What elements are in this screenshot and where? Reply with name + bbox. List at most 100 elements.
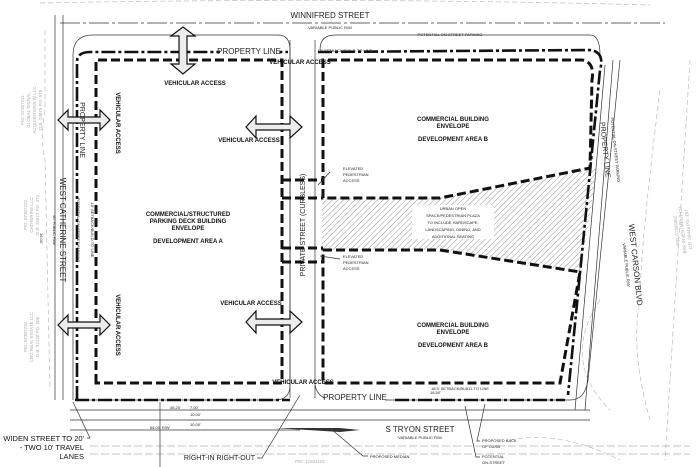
svg-text:45.20': 45.20' xyxy=(170,405,181,410)
double-arrow-icon xyxy=(57,313,111,337)
envelope-area-b-north xyxy=(321,58,594,200)
elevated-ped-access-south: ELEVATED PEDESTRIAN ACCESS xyxy=(319,254,369,271)
svg-text:D.B. 32120 PG. 206: D.B. 32120 PG. 206 xyxy=(35,316,40,357)
vehicular-access-label: VEHICULAR ACCESS xyxy=(114,294,120,355)
svg-text:10.00': 10.00' xyxy=(190,422,201,427)
setback-label: 18.5' SETBACK/BUILD-TO LINE xyxy=(431,386,489,391)
svg-text:COMMERCIAL BUILDING: COMMERCIAL BUILDING xyxy=(417,323,489,329)
property-line-north xyxy=(317,48,603,396)
vehicular-access-label: VEHICULAR ACCESS xyxy=(164,81,225,87)
svg-text:URBAN OPEN: URBAN OPEN xyxy=(440,206,467,211)
plaza-label: URBAN OPEN SPACE/PEDESTRIAN PLAZA TO INC… xyxy=(412,205,494,239)
svg-text:PID: 07307210: PID: 07307210 xyxy=(23,321,28,352)
svg-text:COMMERCIAL BUILDING: COMMERCIAL BUILDING xyxy=(417,117,489,123)
svg-text:PARKING DECK BUILDING: PARKING DECK BUILDING xyxy=(150,219,227,225)
tryon-street-label: S TRYON STREET xyxy=(385,425,454,434)
setback-label: 16' SETBACK/BUILD-TO LINE xyxy=(318,48,373,53)
svg-text:PID: 07306302: PID: 07306302 xyxy=(672,215,680,246)
vehicular-access-label: VEHICULAR ACCESS xyxy=(220,301,281,307)
envelope-area-a xyxy=(94,58,284,385)
svg-text:D.B. 29974 PG. 472: D.B. 29974 PG. 472 xyxy=(35,194,40,235)
widen-street-line-3: LANES xyxy=(59,452,84,461)
svg-text:ADDITIONAL SEATING: ADDITIONAL SEATING xyxy=(432,234,474,239)
svg-text:16.00': 16.00' xyxy=(39,233,44,244)
vehicular-access-label: VEHICULAR ACCESS xyxy=(272,380,333,386)
street-linework xyxy=(54,15,690,467)
svg-text:CBG REAL ESTATE LLC: CBG REAL ESTATE LLC xyxy=(29,311,34,362)
property-line-label: PROPERTY LINE xyxy=(323,393,387,402)
svg-text:ACCESS: ACCESS xyxy=(343,266,360,271)
area-b-north-label: COMMERCIAL BUILDING ENVELOPE DEVELOPMENT… xyxy=(417,117,489,143)
surrounding-linework xyxy=(39,0,691,461)
svg-text:GLOBAL SIGNAL: GLOBAL SIGNAL xyxy=(26,92,31,128)
access-arrows xyxy=(57,26,303,337)
area-a-label: COMMERCIAL/STRUCTURED PARKING DECK BUILD… xyxy=(146,212,231,245)
double-arrow-icon xyxy=(169,26,197,75)
widen-street-line-2: - TWO 10' TRAVEL xyxy=(20,443,84,452)
svg-text:LANDSCAPING, DINING, AND: LANDSCAPING, DINING, AND xyxy=(425,227,480,232)
parcel-label: PID: 07307211 GLOBAL SIGNAL ACQUISITIONS… xyxy=(20,86,43,134)
svg-text:D.B. 09448 PG. 157: D.B. 09448 PG. 157 xyxy=(684,209,693,250)
svg-text:PROPOSED MEDIAN: PROPOSED MEDIAN xyxy=(370,454,409,459)
widen-street-line-1: WIDEN STREET TO 20' xyxy=(3,434,84,443)
svg-text:COMMERCIAL/STRUCTURED: COMMERCIAL/STRUCTURED xyxy=(146,212,231,218)
svg-text:ENVELOPE: ENVELOPE xyxy=(437,124,470,130)
setback-label: 16' SETBACK/BUILD-TO LINE xyxy=(90,203,95,258)
svg-text:7.00': 7.00' xyxy=(190,405,199,410)
svg-text:ELEVATED: ELEVATED xyxy=(343,166,363,171)
svg-text:DEVELOPMENT AREA B: DEVELOPMENT AREA B xyxy=(418,343,489,349)
svg-text:D.B. 23879 PG. 978: D.B. 23879 PG. 978 xyxy=(38,89,43,130)
catherine-street-label: WEST CATHERINE STREET xyxy=(58,178,67,283)
svg-text:PID: 07307211: PID: 07307211 xyxy=(20,95,25,125)
property-line-label: PROPERTY LINE xyxy=(217,47,281,56)
svg-text:10.00': 10.00' xyxy=(190,412,201,417)
potential-parking-label: POTENTIAL ON-STREET PARKING xyxy=(610,117,622,182)
svg-text:CATHERINE LLC: CATHERINE LLC xyxy=(29,197,34,233)
vehicular-access-label: VEHICULAR ACCESS xyxy=(269,60,330,66)
property-line-west-block xyxy=(75,50,288,400)
carson-row-label: VARIABLE PUBLIC R/W xyxy=(622,243,632,287)
potential-parking-label: POTENTIAL ON-STREET PARKING xyxy=(76,197,81,262)
svg-text:18.50': 18.50' xyxy=(430,390,441,395)
svg-text:PEDESTRIAN: PEDESTRIAN xyxy=(343,172,369,177)
tryon-row-label: VARIABLE PUBLIC R/W xyxy=(398,435,442,440)
svg-text:PID: 07307222: PID: 07307222 xyxy=(23,199,28,230)
parcel-label: PID: 07307210 CBG REAL ESTATE LLC D.B. 3… xyxy=(23,311,40,362)
svg-text:ACCESS: ACCESS xyxy=(343,178,360,183)
envelope-area-b-south xyxy=(321,248,582,385)
winnifred-row-label: VARIABLE PUBLIC R/W xyxy=(308,25,352,30)
parcel-label: PID: 12303101 xyxy=(295,459,326,464)
svg-text:OF CURB: OF CURB xyxy=(482,444,500,449)
double-arrow-icon xyxy=(57,108,111,132)
svg-text:PROPOSED BACK: PROPOSED BACK xyxy=(482,438,517,443)
double-arrow-icon xyxy=(245,309,303,335)
svg-text:ENVELOPE: ENVELOPE xyxy=(172,226,205,232)
property-line-label: PROPERTY LINE xyxy=(78,102,85,158)
svg-text:TO INCLUDE HARDSCAPE,: TO INCLUDE HARDSCAPE, xyxy=(427,220,478,225)
private-street-label: PRIVATE STREET (CURBLESS) xyxy=(300,174,307,277)
svg-text:POTENTIAL: POTENTIAL xyxy=(482,454,505,459)
back-of-curb-callout: PROPOSED BACK OF CURB xyxy=(476,403,517,449)
svg-text:DEVELOPMENT AREA B: DEVELOPMENT AREA B xyxy=(418,137,489,143)
catherine-row-label: 50' PUBLIC R/W xyxy=(52,215,57,245)
widen-street-callout: WIDEN STREET TO 20' - TWO 10' TRAVEL LAN… xyxy=(1,401,91,463)
parcel-label: PID: 07306302 BAK INVESTMENT CO D.B. 094… xyxy=(672,206,693,254)
svg-text:ELEVATED: ELEVATED xyxy=(343,254,363,259)
svg-text:PEDESTRIAN: PEDESTRIAN xyxy=(343,260,369,265)
vehicular-access-label: VEHICULAR ACCESS xyxy=(114,92,120,153)
vehicular-access-label: VEHICULAR ACCESS xyxy=(218,138,279,144)
parcel-label: PID: 07307222 CATHERINE LLC D.B. 29974 P… xyxy=(23,194,40,235)
potential-parking-label: POTENTIAL ON-STREET PARKING xyxy=(417,32,482,37)
elevated-ped-crossing xyxy=(282,178,323,264)
svg-text:66.00' R/W: 66.00' R/W xyxy=(150,425,170,430)
potential-on-street-callout: POTENTIAL ON-STREET xyxy=(464,405,506,465)
dimensions: 16.00' 18.50' 45.20' 7.00' 10.00' 10.00'… xyxy=(39,233,441,430)
area-b-south-label: COMMERCIAL BUILDING ENVELOPE DEVELOPMENT… xyxy=(417,323,489,349)
svg-text:ACQUISITIONS IV LLC: ACQUISITIONS IV LLC xyxy=(32,86,37,134)
svg-text:DEVELOPMENT AREA A: DEVELOPMENT AREA A xyxy=(153,239,223,245)
property-line-label: PROPERTY LINE xyxy=(598,122,611,179)
svg-text:ON-STREET: ON-STREET xyxy=(482,460,506,465)
elevated-ped-access-north: ELEVATED PEDESTRIAN ACCESS xyxy=(317,166,369,186)
winnifred-street-label: WINNIFRED STREET xyxy=(290,11,369,20)
